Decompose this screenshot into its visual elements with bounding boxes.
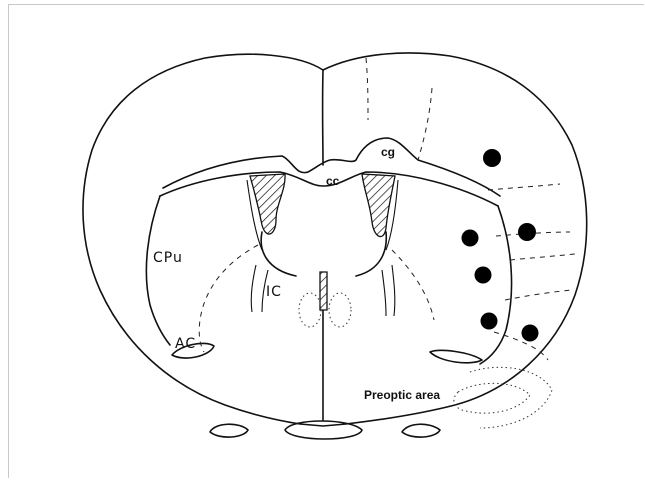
label-cc: cc [326,174,340,188]
right-dotted-nucleus [329,293,351,327]
label-ic: IC [266,284,282,300]
midline-hatch [320,272,327,310]
marker-4 [475,267,492,284]
label-cpu: CPu [153,250,183,266]
left-striatum-border [146,196,170,345]
label-cg: cg [381,145,395,159]
preoptic-dotted-contour [454,367,552,428]
right-striatum-border [480,206,512,364]
right-fornix-tail [356,232,386,276]
left-dotted-nucleus [299,293,321,327]
marker-1 [483,149,501,167]
left-dashed-boundary [199,245,258,352]
label-ac: AC [175,336,196,352]
internal-capsule-right [382,265,395,316]
marker-6 [522,325,539,342]
anterior-commissure-right [430,350,482,362]
left-fornix-tail [261,232,296,276]
label-preoptic-area: Preoptic area [364,388,440,402]
marker-5 [481,313,498,330]
marker-2 [518,223,536,241]
brain-outline [83,53,587,426]
base-lobes [210,421,440,439]
marker-3 [462,230,479,247]
right-septal-hatch [362,174,395,237]
